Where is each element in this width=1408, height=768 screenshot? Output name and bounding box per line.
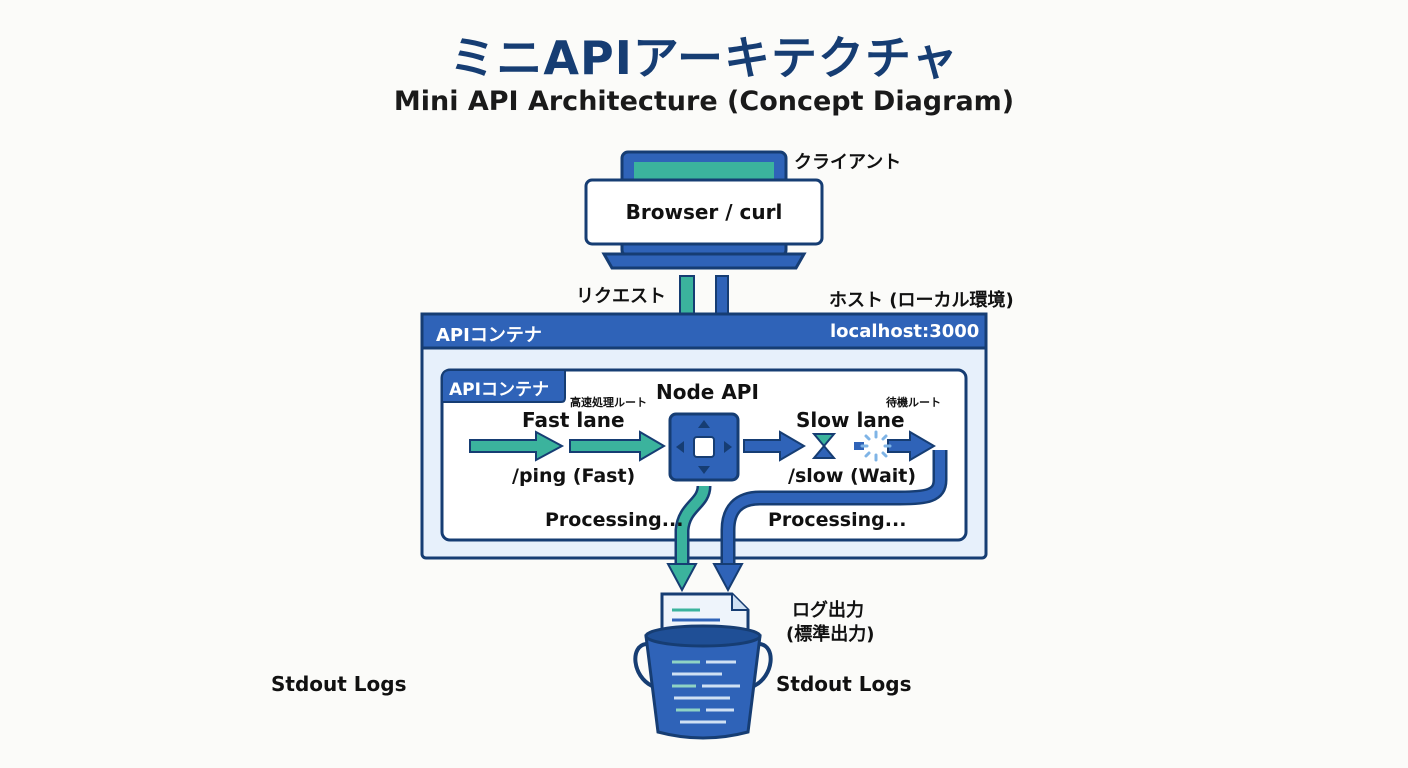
hourglass-icon [811,433,837,459]
page-subtitle: Mini API Architecture (Concept Diagram) [393,86,1015,117]
request-label: リクエスト [576,286,666,307]
slow-lane-arrow [743,430,936,462]
browser-label: Browser / curl [625,200,783,224]
browser-box [584,178,824,246]
fast-lane-sub-label: 高速処理ルート [570,396,647,409]
log-flow-arrows [666,450,948,593]
page-title: ミニAPIアーキテクチャ [449,31,959,85]
spinner-icon [860,430,892,462]
stdout-logs-label-left: Stdout Logs [271,672,407,696]
node-api-label: Node API [656,380,759,404]
slow-lane-title: Slow lane [796,408,905,432]
node-api-icon [668,412,740,482]
log-label-line2: (標準出力) [786,624,875,645]
stdout-logs-label-right: Stdout Logs [776,672,912,696]
fast-lane-title: Fast lane [522,408,625,432]
host-label: ホスト (ローカル環境) [829,290,1014,311]
fast-route-label: /ping (Fast) [512,465,636,487]
host-header-right: localhost:3000 [830,321,980,342]
slow-route-label: /slow (Wait) [788,465,917,487]
fast-processing-label: Processing... [545,509,684,531]
client-label: クライアント [794,152,902,173]
host-header-left: APIコンテナ [436,325,542,346]
slow-processing-label: Processing... [768,509,907,531]
log-label-line1: ログ出力 [792,600,864,621]
slow-lane-sub-label: 待機ルート [886,396,941,409]
log-bucket-icon [633,624,773,740]
container-tab: APIコンテナ [449,380,549,400]
fast-lane-arrow [469,430,666,462]
